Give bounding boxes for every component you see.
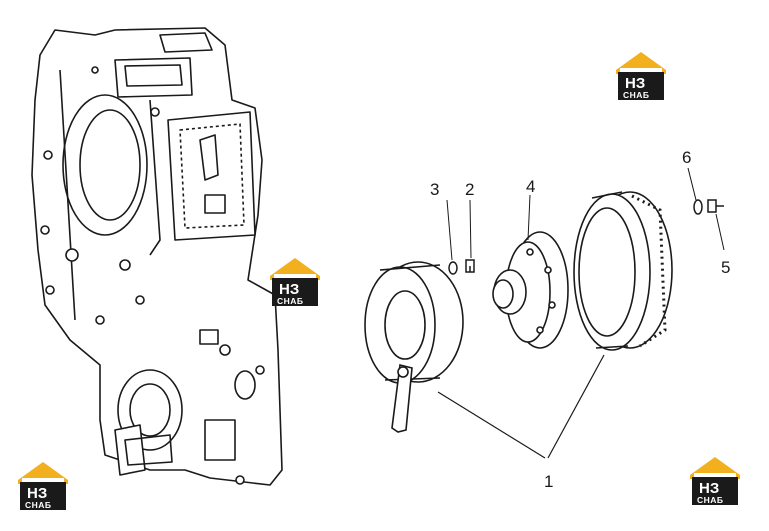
- part-5-bolt: [707, 199, 725, 251]
- callout-5: 5: [721, 258, 730, 277]
- part-4-hub: [492, 194, 569, 349]
- part-3-washer: [446, 199, 458, 275]
- part-1-ring-gear: [573, 191, 673, 351]
- svg-text:НЗ: НЗ: [625, 75, 645, 92]
- svg-text:СНАБ: СНАБ: [277, 296, 304, 306]
- logo-watermark-top-right: НЗ СНАБ: [616, 52, 666, 100]
- callout-4: 4: [526, 177, 535, 196]
- callout-6: 6: [682, 148, 691, 167]
- logo-watermark-bottom-right: НЗ СНАБ: [690, 457, 740, 505]
- logo-watermark-center: НЗ СНАБ: [270, 258, 320, 306]
- svg-text:СНАБ: СНАБ: [623, 90, 650, 100]
- svg-text:СНАБ: СНАБ: [25, 500, 52, 510]
- svg-text:НЗ: НЗ: [699, 480, 719, 497]
- part-2-bolt: [465, 199, 475, 273]
- logo-watermark-bottom-left: НЗ СНАБ: [18, 462, 68, 510]
- svg-text:НЗ: НЗ: [279, 281, 299, 298]
- callout-2: 2: [465, 180, 474, 199]
- svg-text:СНАБ: СНАБ: [697, 495, 724, 505]
- svg-text:НЗ: НЗ: [27, 485, 47, 502]
- part-1-drum: [364, 261, 464, 433]
- callout-1-leaders: [437, 354, 605, 459]
- callout-3: 3: [430, 180, 439, 199]
- callout-1: 1: [544, 472, 553, 491]
- transmission-housing: [31, 27, 283, 486]
- part-6-washer: [687, 167, 703, 215]
